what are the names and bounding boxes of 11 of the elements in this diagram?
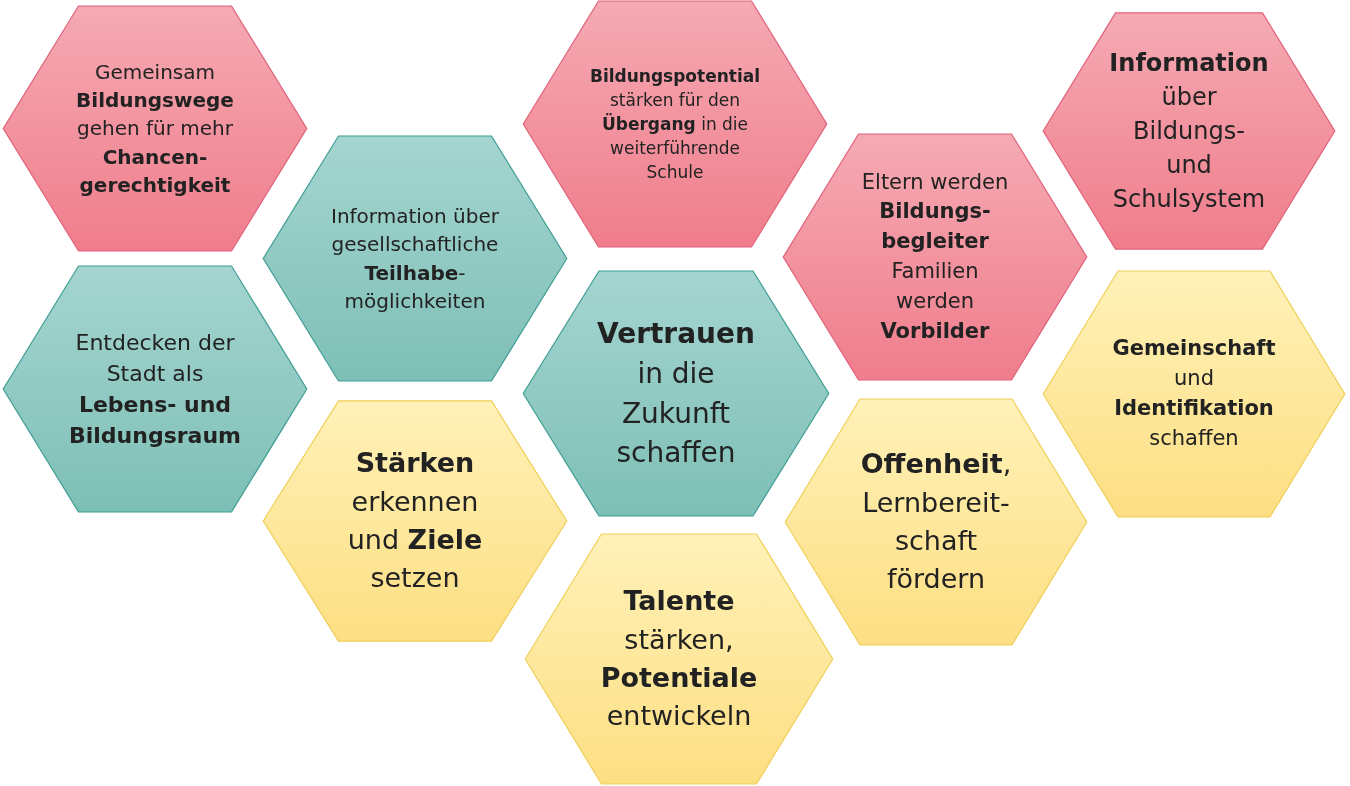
tile-text: Vertrauen in die Zukunft schaffen <box>596 316 756 472</box>
tile-text: Information über Bildungs- und Schulsystem <box>1108 47 1270 216</box>
tile-text: Eltern werden Bildungs- begleiter Familien werden Vorbilder <box>860 168 1010 345</box>
tile-text: Talente stärken, Potentiale entwickeln <box>599 584 759 734</box>
tile-text: Gemeinsam Bildungswege gehen für mehr Chancen- gerechtigkeit <box>75 58 235 200</box>
tile-text: Information über gesellschaftliche Teilhabe- möglichkeiten <box>330 202 500 315</box>
tile-text: Stärken erkennen und Ziele setzen <box>346 446 484 596</box>
tile-text: Entdecken der Stadt als Lebens- und Bildungsraum <box>69 328 242 451</box>
tile-text: Offenheit, Lernbereit- schaft fördern <box>859 447 1013 597</box>
tile-text: Gemeinschaft und Identifikation schaffen <box>1111 335 1277 452</box>
tile-text: Bildungspotential stärken für den Übergang in die weiterführende Schule <box>589 64 761 185</box>
